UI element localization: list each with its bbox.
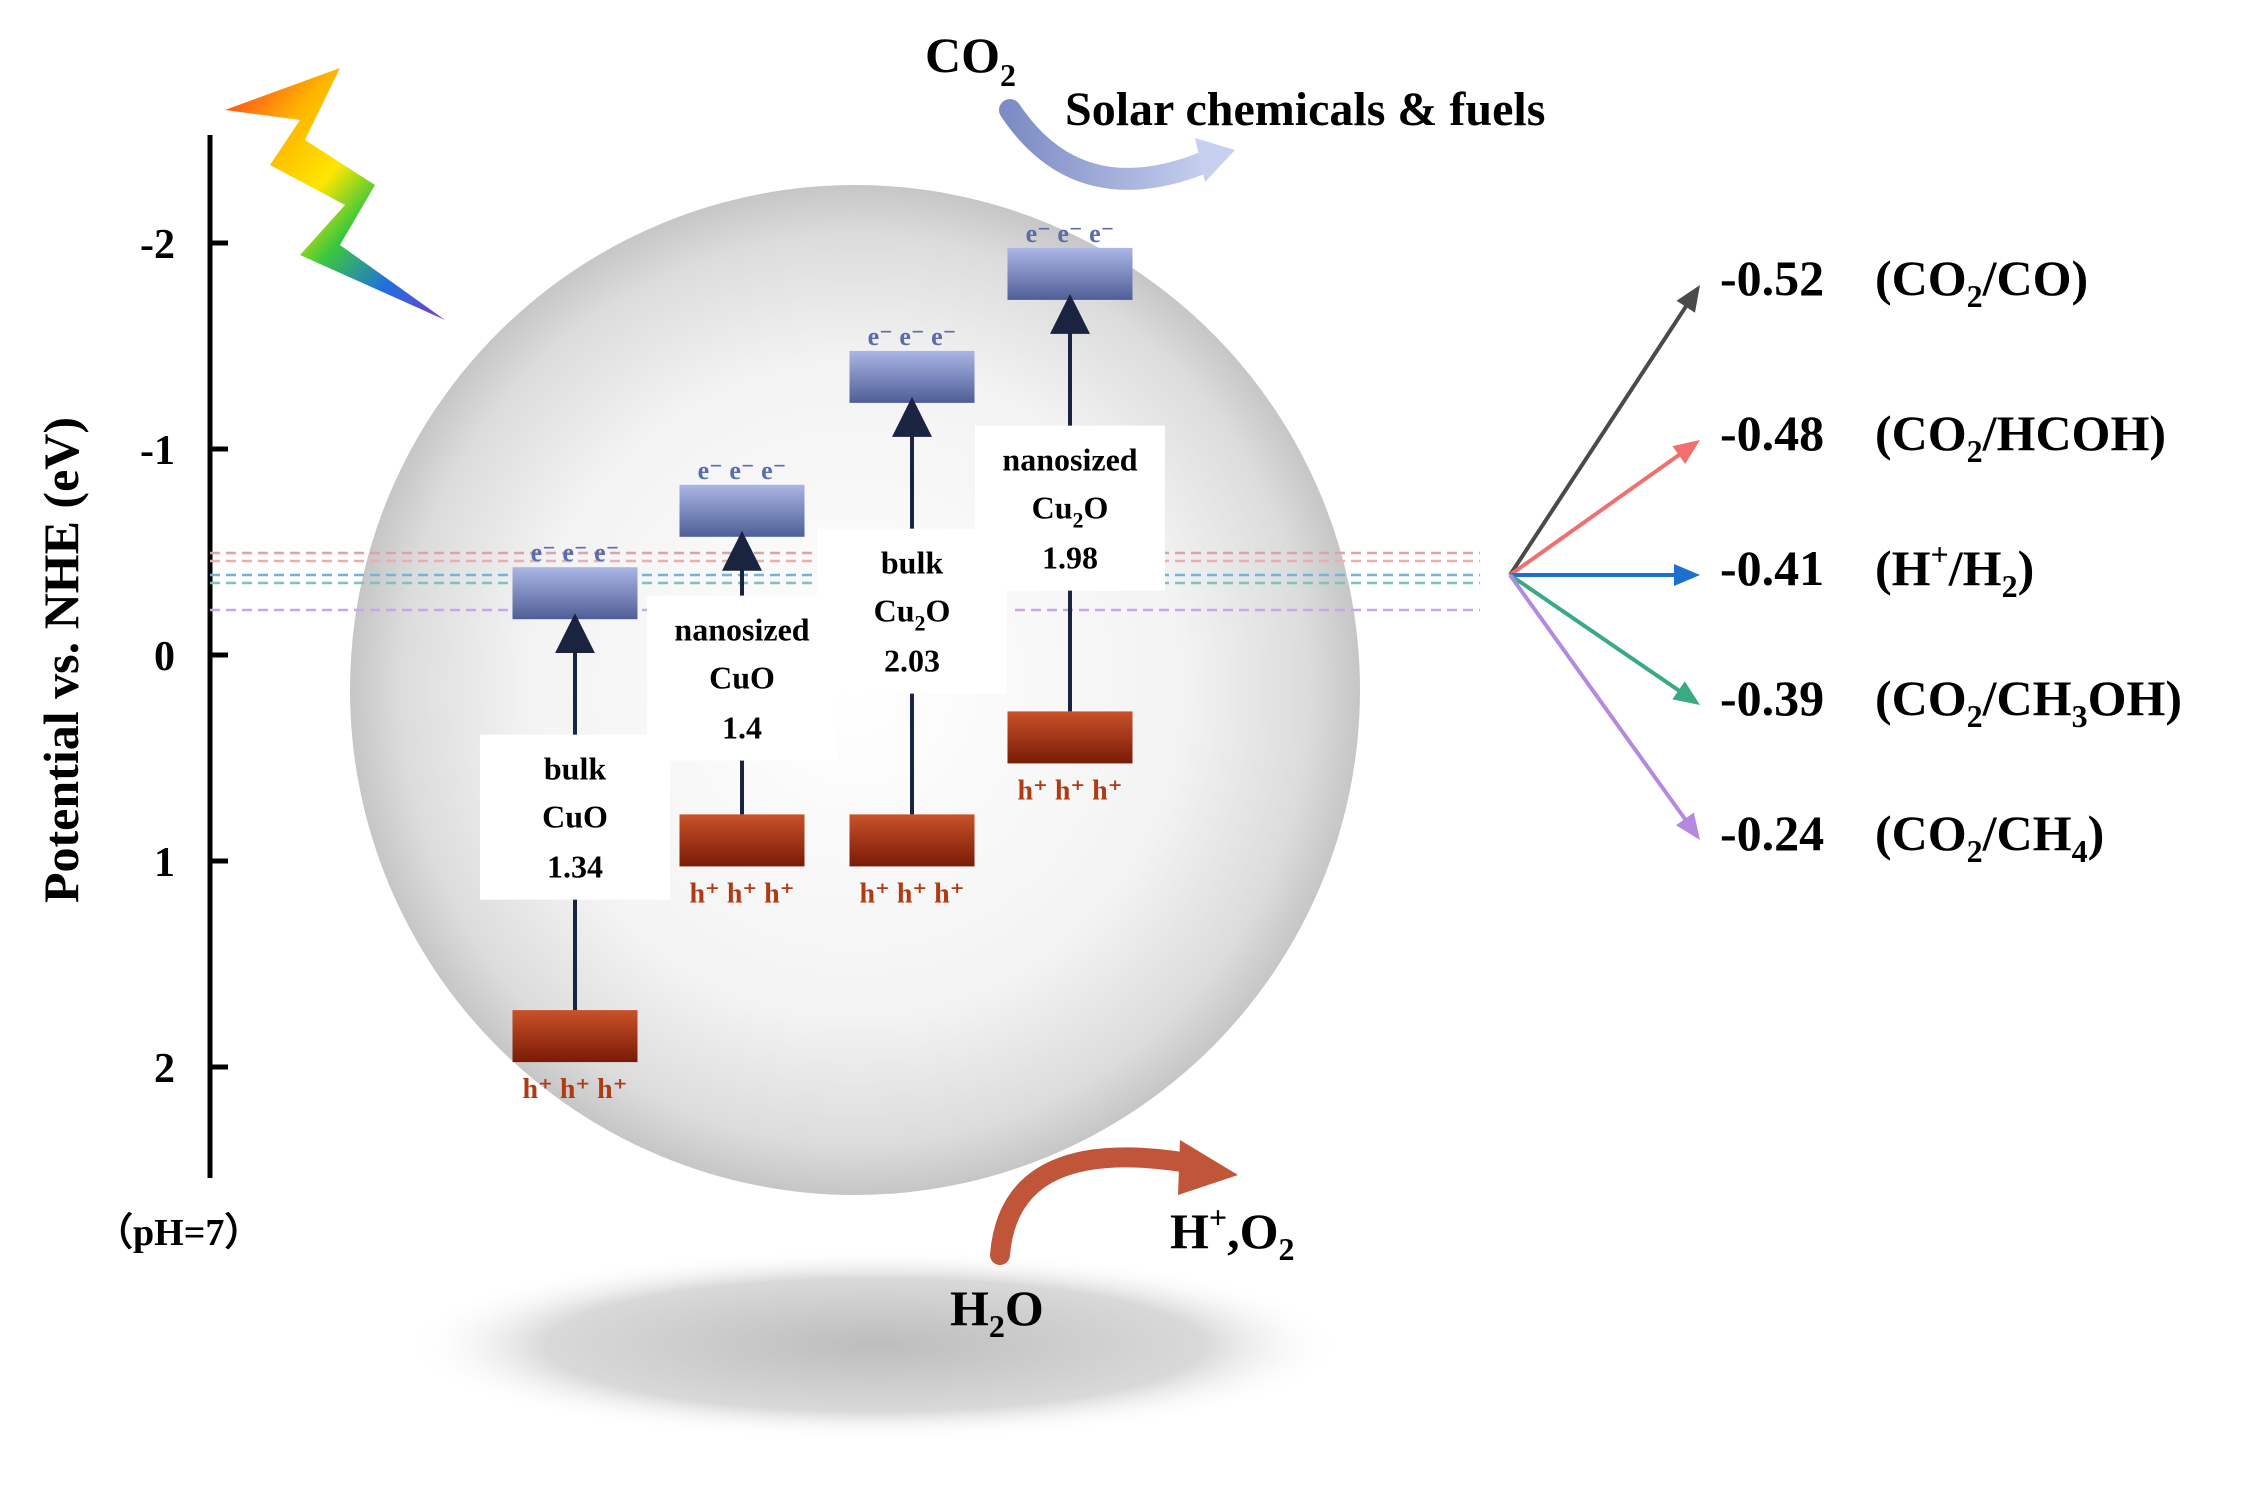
water-oxidation-arrowhead [1178,1140,1238,1195]
potential-arrowhead [1674,564,1700,586]
valence-band [1007,711,1133,764]
redox-couple: (CO2/HCOH) [1875,405,2166,469]
redox-couple: (CO2/CH3OH) [1875,670,2182,734]
band-material-type: bulk [544,751,606,787]
valence-band [679,814,805,867]
potential-value: -0.39 [1720,670,1824,726]
hole-label: h⁺ h⁺ h⁺ [689,878,794,909]
hole-label: h⁺ h⁺ h⁺ [522,1074,627,1105]
axis-tick-label: 0 [154,634,175,680]
band-label-bg [975,425,1165,591]
potential-arrow [1508,446,1690,577]
potential-value: -0.48 [1720,405,1824,461]
band-material-type: nanosized [674,612,809,648]
band-material-formula: CuO [542,799,608,835]
potential-value: -0.24 [1720,805,1824,861]
band-material-formula: Cu2O [1032,490,1109,533]
sphere-shadow [405,1250,1345,1440]
co2-conversion-arrowhead [1195,138,1235,182]
conduction-band [679,484,805,537]
band-label-bg [647,595,837,761]
potential-arrowhead [1672,681,1700,705]
potential-value: -0.41 [1720,540,1824,596]
potential-arrowhead [1676,285,1700,313]
electron-label: e⁻ e⁻ e⁻ [1026,219,1115,248]
valence-band [512,1010,638,1063]
water-oxidation-arrow [990,1147,1210,1265]
co2-conversion-arrow [999,99,1221,190]
axis-tick-label: -1 [140,428,175,474]
band-gap-value: 1.98 [1042,540,1098,576]
water-reactant: H2O [950,1280,1044,1344]
band-material-type: bulk [881,545,943,581]
conduction-band [1007,247,1133,300]
axis-label: Potential vs. NHE (eV) [33,417,89,903]
redox-couple: (H+/H2) [1875,536,2034,604]
potential-arrowhead [1675,812,1700,840]
band-material-formula: Cu2O [874,593,951,636]
valence-band [849,814,975,867]
conduction-band [512,567,638,620]
axis-ticks: -2 -1 0 1 2 [140,222,228,1092]
axis-tick-label: -2 [140,222,175,268]
band-gap-value: 1.4 [722,710,762,746]
electron-label: e⁻ e⁻ e⁻ [698,456,787,485]
light-bolt-icon [225,68,445,320]
redox-couple: (CO2/CH4) [1875,805,2104,869]
band-material-type: nanosized [1002,442,1137,478]
potential-arrow [1508,295,1695,577]
band-gap-value: 2.03 [884,643,940,679]
potential-arrow [1508,573,1694,830]
potential-arrow [1508,573,1690,699]
band-material-formula: CuO [709,660,775,696]
electron-label: e⁻ e⁻ e⁻ [531,538,620,567]
solar-products-label: Solar chemicals & fuels [1065,83,1545,136]
water-products: H+,O2 [1170,1199,1295,1267]
band-gap-value: 1.34 [547,849,603,885]
redox-potentials: -0.52 (CO2/CO) -0.48 (CO2/HCOH) -0.41 (H+/H2)… [1508,250,2182,869]
ph-note: （pH=7） [95,1212,262,1254]
hole-label: h⁺ h⁺ h⁺ [859,878,964,909]
band-label-bg [480,734,670,900]
conduction-band [849,350,975,403]
redox-couple: (CO2/CO) [1875,250,2088,314]
axis-tick-label: 1 [154,840,175,886]
axis-tick-label: 2 [154,1046,175,1092]
potential-value: -0.52 [1720,250,1824,306]
hole-label: h⁺ h⁺ h⁺ [1017,775,1122,806]
potential-arrowhead [1672,440,1700,465]
co2-reactant: CO2 [925,27,1016,93]
electron-label: e⁻ e⁻ e⁻ [868,322,957,351]
